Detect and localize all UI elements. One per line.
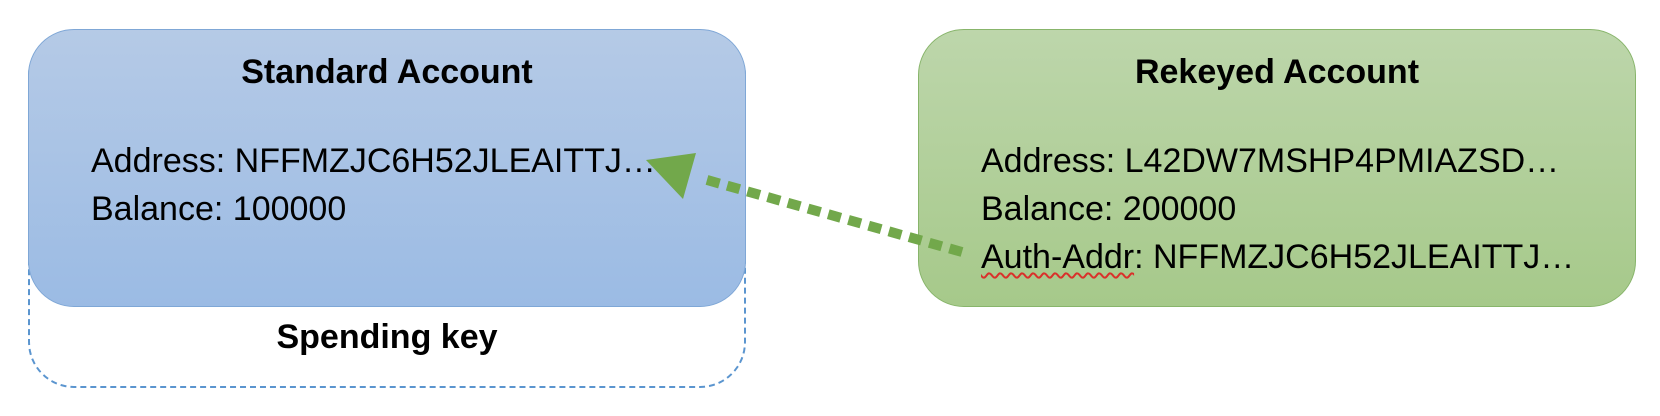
standard-account-title: Standard Account: [241, 53, 533, 91]
rekeyed-address-label: Address:: [981, 142, 1116, 180]
standard-balance-row: Balance: 100000: [91, 190, 346, 229]
rekeyed-address-value: L42DW7MSHP4PMIAZSD…: [1124, 142, 1560, 180]
auth-addr-value: NFFMZJC6H52JLEAITTJ…: [1153, 238, 1575, 276]
rekeyed-address-row: Address: L42DW7MSHP4PMIAZSD…: [981, 142, 1559, 181]
standard-address-value: NFFMZJC6H52JLEAITTJ…: [234, 142, 656, 180]
rekeyed-auth-addr-row: Auth-Addr: NFFMZJC6H52JLEAITTJ…: [981, 238, 1574, 277]
rekeyed-balance-label: Balance:: [981, 190, 1114, 228]
rekeyed-balance-value: 200000: [1122, 190, 1237, 228]
rekeyed-account-title: Rekeyed Account: [1134, 53, 1420, 91]
standard-balance-label: Balance:: [91, 190, 224, 228]
standard-address-row: Address: NFFMZJC6H52JLEAITTJ…: [91, 142, 656, 181]
standard-balance-value: 100000: [232, 190, 347, 228]
standard-address-label: Address:: [91, 142, 226, 180]
spending-key-label: Spending key: [276, 318, 498, 356]
auth-addr-label: Auth-Addr: [981, 238, 1135, 276]
rekeyed-account-box: Rekeyed Account Address: L42DW7MSHP4PMIA…: [918, 29, 1636, 307]
rekey-arrow-shaft: [698, 173, 964, 257]
auth-addr-separator: :: [1134, 238, 1144, 276]
rekey-arrow-head: [646, 153, 696, 199]
standard-account-box: Standard Account Address: NFFMZJC6H52JLE…: [28, 29, 746, 307]
rekeyed-balance-row: Balance: 200000: [981, 190, 1236, 229]
